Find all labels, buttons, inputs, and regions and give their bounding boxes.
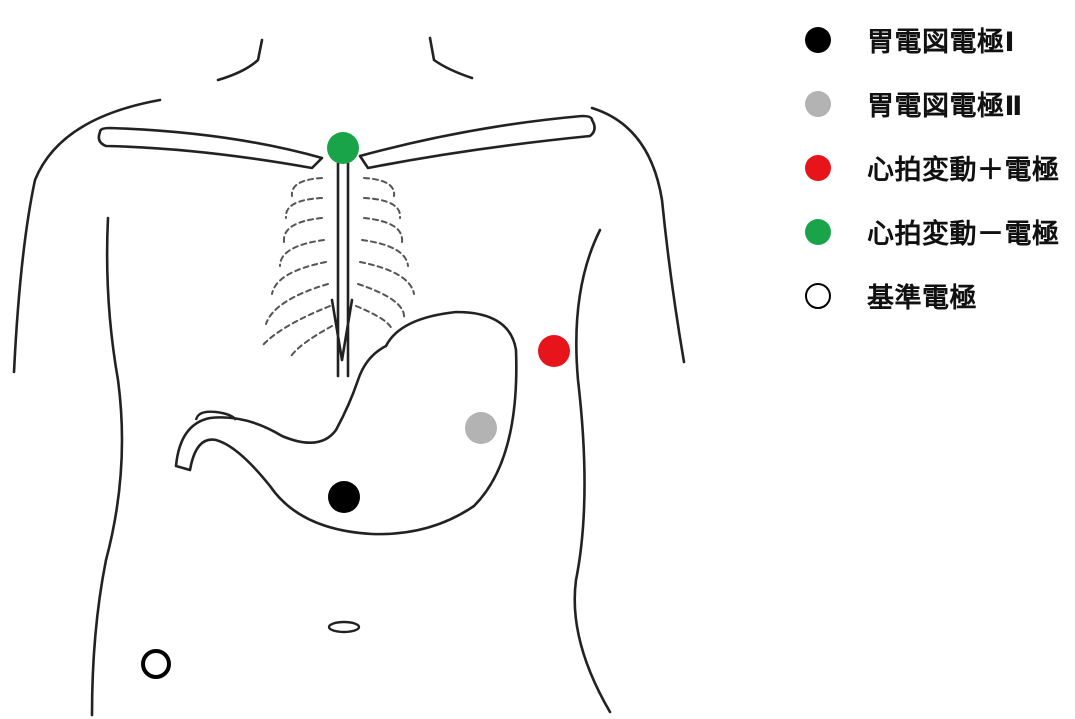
left-torso-outline [92,218,122,715]
electrode-legend: 胃電図電極Ⅰ 胃電図電極Ⅱ 心拍変動＋電極 心拍変動－電極 基準電極 [805,18,1073,338]
legend-label: 胃電図電極Ⅰ [867,20,1015,59]
electrode-reference [143,651,169,677]
torso-electrode-diagram [0,0,700,719]
legend-item-egg-electrode-1: 胃電図電極Ⅰ [805,18,1073,82]
legend-dot [805,283,831,309]
legend-item-hrv-plus-electrode: 心拍変動＋電極 [805,146,1073,210]
navel [329,622,359,632]
neck-right-line [430,38,472,78]
electrode-egg-2 [465,412,497,444]
legend-item-reference-electrode: 基準電極 [805,274,1073,338]
legend-item-hrv-minus-electrode: 心拍変動－電極 [805,210,1073,274]
sternum [332,160,352,376]
right-shoulder-outline [592,108,684,362]
legend-label: 基準電極 [867,276,977,315]
legend-label: 胃電図電極Ⅱ [867,84,1023,123]
electrode-hrv-minus [327,132,359,164]
legend-dot [805,91,831,117]
right-torso-outline [575,230,610,712]
legend-dot [805,27,831,53]
legend-item-egg-electrode-2: 胃電図電極Ⅱ [805,82,1073,146]
neck-left-line [218,40,262,80]
left-shoulder-outline [14,100,160,372]
right-clavicle [360,116,595,168]
left-clavicle [99,128,322,168]
electrode-hrv-plus [538,335,570,367]
legend-dot [805,155,831,181]
legend-label: 心拍変動－電極 [867,212,1060,251]
legend-label: 心拍変動＋電極 [867,148,1060,187]
legend-dot [805,219,831,245]
electrode-egg-1 [328,481,360,513]
